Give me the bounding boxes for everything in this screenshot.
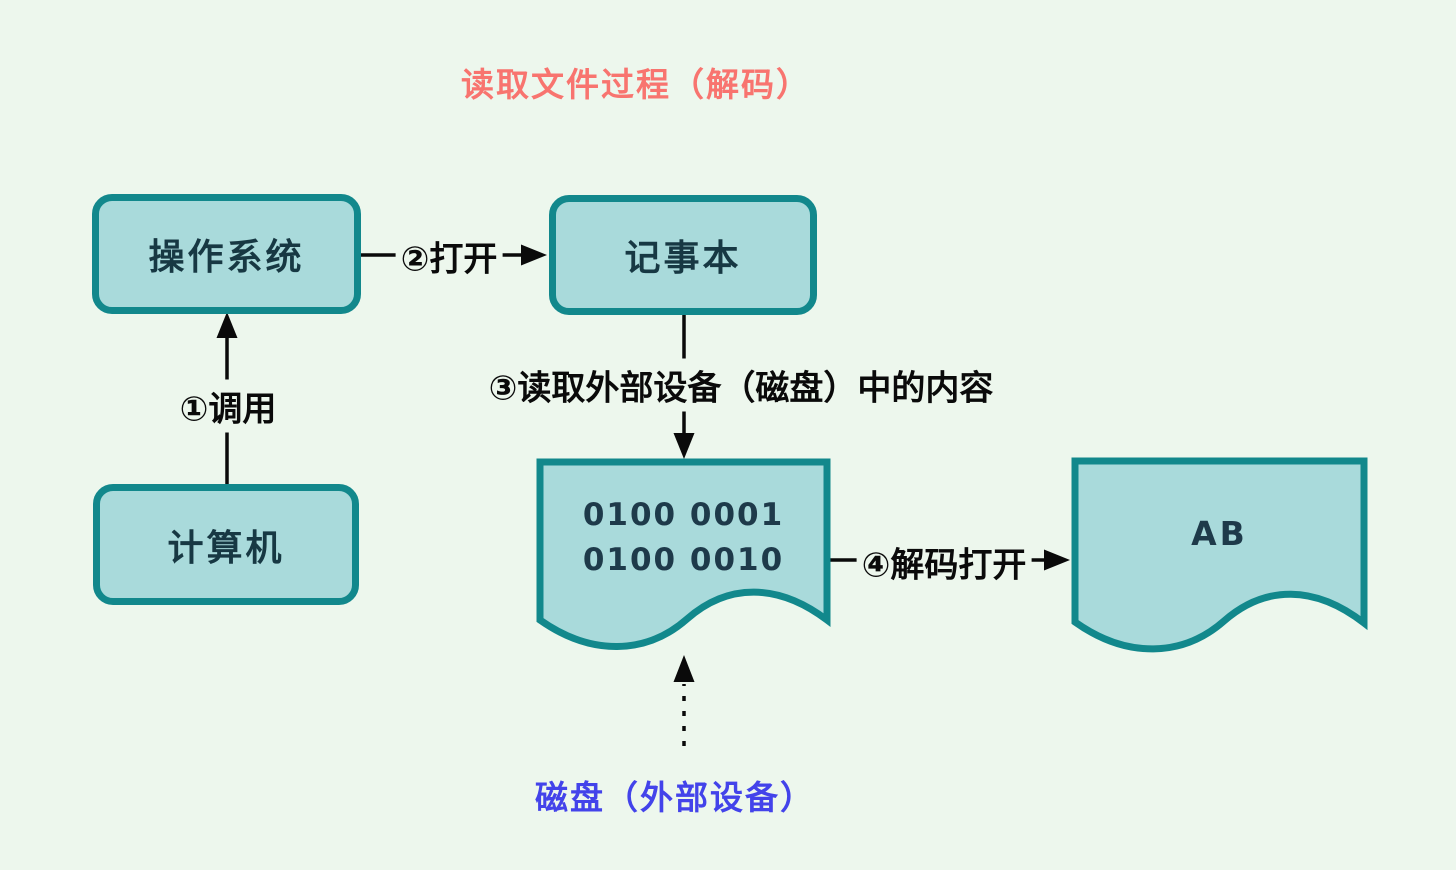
disk-annotation: 磁盘（外部设备）: [535, 778, 815, 817]
node-computer-label: 计算机: [167, 527, 285, 569]
document-shape: [536, 458, 831, 650]
arrow-label-call: ①调用: [174, 379, 282, 433]
document-shape: [1071, 457, 1368, 653]
node-notepad-label: 记事本: [624, 238, 742, 279]
diagram-title: 读取文件过程（解码）: [461, 65, 811, 104]
arrow-disk-pointer: [673, 655, 695, 746]
arrow-label-decode-open: ④解码打开: [856, 535, 1032, 589]
node-decoded-document: AB: [1070, 456, 1369, 661]
binary-content: 0100 0001 0100 0010: [535, 493, 832, 583]
arrow-label-open: ②打开: [395, 229, 503, 283]
arrow-label-read: ③读取外部设备（磁盘）中的内容: [483, 358, 999, 412]
node-operating-system-label: 操作系统: [148, 237, 305, 278]
binary-line-2: 0100 0010: [582, 542, 785, 578]
node-computer: 计算机: [93, 484, 359, 605]
node-binary-document: 0100 0001 0100 0010: [535, 457, 832, 657]
decoded-content: AB: [1191, 514, 1248, 553]
binary-line-1: 0100 0001: [582, 497, 785, 533]
node-notepad: 记事本: [549, 195, 817, 315]
node-operating-system: 操作系统: [92, 194, 361, 314]
